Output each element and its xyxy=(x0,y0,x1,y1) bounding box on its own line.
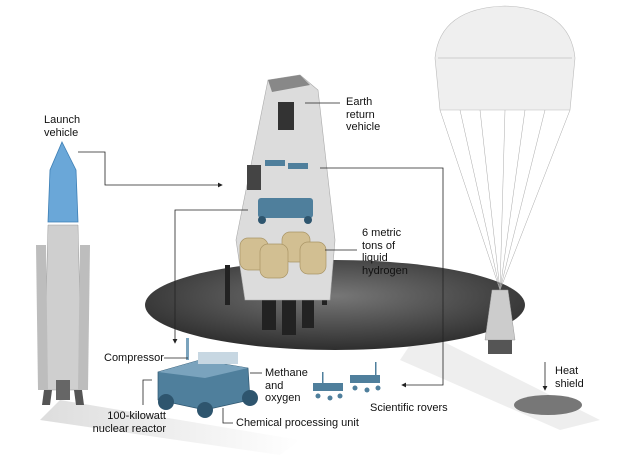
label-nuclear-reactor: 100-kilowatt nuclear reactor xyxy=(92,410,166,435)
hull-hatch xyxy=(247,165,261,190)
scientific-rovers xyxy=(313,362,381,401)
lander-base-disc xyxy=(145,260,525,350)
hull-tip xyxy=(268,75,310,92)
chemical-processing-rover xyxy=(157,338,258,418)
stowed-rovers xyxy=(258,160,313,224)
label-compressor: Compressor xyxy=(104,352,164,364)
hydrogen-tanks xyxy=(239,231,327,279)
label-earth-return-vehicle: Earth return vehicle xyxy=(346,96,381,133)
label-methane-oxygen: Methane and oxygen xyxy=(265,367,308,404)
label-launch-vehicle: Launch vehicle xyxy=(44,114,81,139)
label-hydrogen: 6 metric tons of liquid hydrogen xyxy=(362,227,408,277)
label-chemical-processing-unit: Chemical processing unit xyxy=(236,417,359,429)
label-scientific-rovers: Scientific rovers xyxy=(370,402,448,414)
heat-shield-disc xyxy=(514,395,582,415)
label-heat-shield: Heat shield xyxy=(555,365,584,390)
ground-shadow xyxy=(40,400,300,455)
parachute xyxy=(434,5,576,354)
hull-window xyxy=(278,102,294,130)
leader-lines xyxy=(78,102,548,424)
launch-vehicle-rocket xyxy=(36,141,90,405)
